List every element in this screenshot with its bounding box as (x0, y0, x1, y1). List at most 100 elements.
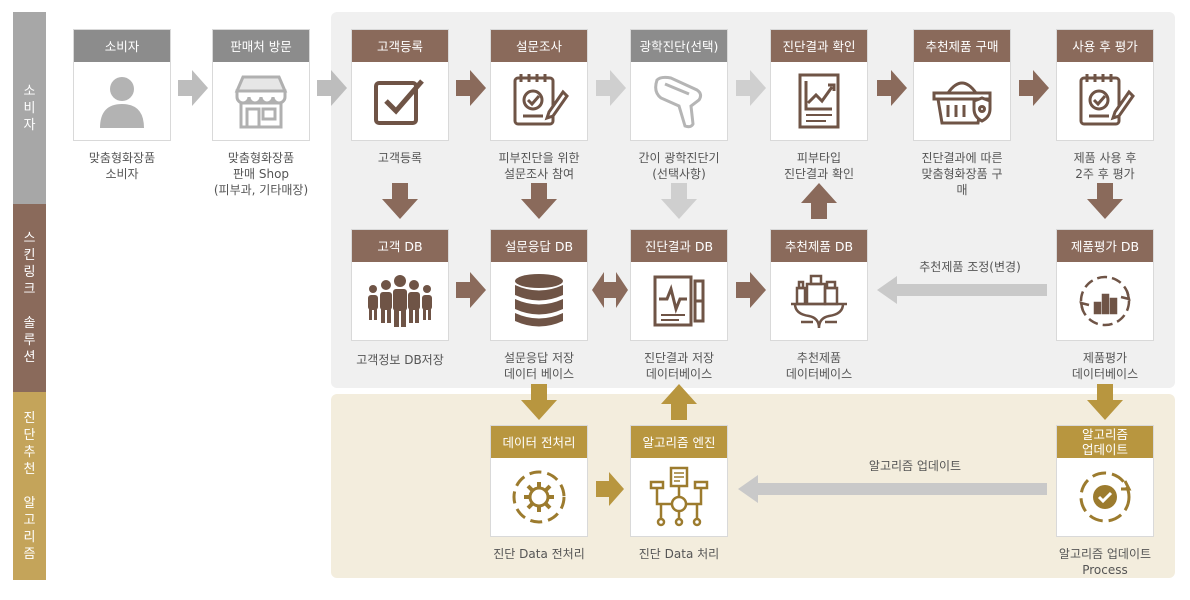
caption-preprocessing: 진단 Data 전처리 (493, 547, 585, 561)
lane-label-char: 즘 (23, 546, 36, 562)
node-consumer: 소비자 (73, 29, 171, 141)
scanner-icon (631, 62, 727, 140)
lane-label-char: 천 (23, 461, 36, 477)
lane-label-char: 크 (23, 282, 36, 297)
arrow-register-to-survey (456, 70, 486, 106)
lane-label-char: 소 (23, 83, 36, 99)
skincare-solution-panel (331, 12, 1175, 388)
shop-icon (213, 62, 309, 140)
diagnosis-monitor-icon (631, 262, 727, 340)
arrow-customerdb-to-surveydb (456, 272, 486, 308)
arrow-survey-to-optical (596, 70, 626, 106)
node-recommend-db: 추천제품 DB (770, 229, 868, 341)
people-group-icon (352, 262, 448, 340)
lane-label-char: 알 (23, 495, 36, 511)
lane-label-char: 진 (23, 410, 36, 426)
lane-label-char: 솔 (23, 316, 36, 331)
caption-algorithm-engine: 진단 Data 처리 (638, 547, 720, 561)
node-title: 판매처 방문 (213, 30, 309, 62)
arrow-evaldb-to-recodb (877, 276, 1047, 304)
lane-label-char (27, 478, 31, 495)
arrow-result-to-purchase (877, 70, 907, 106)
arrow-optical-to-diagdb (661, 183, 697, 219)
clipboard-check-icon (1057, 62, 1153, 140)
arrow-evaldb-to-update (1087, 384, 1123, 420)
person-icon (74, 62, 170, 140)
arrow-diagdb-to-recodb (736, 272, 766, 308)
arrow-surveydb-to-preprocess (521, 384, 557, 420)
edge-label-algorithm-update: 알고리즘 업데이트 (868, 459, 962, 473)
arrow-consumer-to-shop (178, 70, 208, 106)
node-customer-registration: 고객등록 (351, 29, 449, 141)
lane-label-char: 킨 (23, 248, 36, 263)
basket-icon (914, 62, 1010, 140)
node-title: 데이터 전처리 (491, 426, 587, 458)
node-shop-visit: 판매처 방문 (212, 29, 310, 141)
caption-customer-db: 고객정보 DB저장 (356, 353, 444, 367)
node-title: 추천제품 구매 (914, 30, 1010, 62)
node-optical-diagnosis: 광학진단(선택) (630, 29, 728, 141)
node-title: 설문조사 (491, 30, 587, 62)
arrow-register-to-customerdb (382, 183, 418, 219)
lane-label-char: 단 (23, 427, 36, 443)
lane-label-char: 고 (23, 512, 36, 528)
chart-document-icon (771, 62, 867, 140)
node-title: 광학진단(선택) (631, 30, 727, 62)
arrow-review-to-evaldb (1087, 183, 1123, 219)
lane-label-char (27, 298, 31, 315)
arrow-update-to-engine (738, 475, 1047, 503)
arrow-purchase-to-review (1019, 70, 1049, 106)
node-title: 알고리즘 업데이트 (1057, 426, 1153, 458)
arrow-preprocess-to-engine (596, 472, 624, 506)
node-title: 소비자 (74, 30, 170, 62)
database-icon (491, 262, 587, 340)
node-review: 사용 후 평가 (1056, 29, 1154, 141)
lane-label-char: 링 (23, 265, 36, 280)
lane-label-char: 리 (23, 529, 36, 545)
caption-optical-diagnosis: 간이 광학진단기(선택사항) (638, 151, 720, 181)
arrow-optical-to-result (736, 70, 766, 106)
arrow-surveydb-diagdb-bidirectional (592, 272, 628, 308)
node-title: 진단결과 DB (631, 230, 727, 262)
cycle-chart-icon (1057, 262, 1153, 340)
clipboard-check-icon (491, 62, 587, 140)
gear-cycle-icon (491, 458, 587, 536)
node-algorithm-engine: 알고리즘 엔진 (630, 425, 728, 537)
node-title: 알고리즘 엔진 (631, 426, 727, 458)
lane-label-char: 비 (23, 100, 36, 116)
lane-label-char: 션 (23, 350, 36, 365)
node-customer-db: 고객 DB (351, 229, 449, 341)
node-evaluation-db: 제품평가 DB (1056, 229, 1154, 341)
flow-engine-icon (631, 458, 727, 536)
node-algorithm-update: 알고리즘 업데이트 (1056, 425, 1154, 537)
edge-label-recommend-adjust: 추천제품 조정(변경) (919, 260, 1021, 274)
lane-label-char: 루 (23, 333, 36, 348)
node-title: 설문응답 DB (491, 230, 587, 262)
lane-label-char: 자 (23, 117, 36, 133)
node-survey: 설문조사 (490, 29, 588, 141)
arrow-shop-to-register (317, 70, 347, 106)
node-title-text: 알고리즘 업데이트 (1081, 427, 1128, 457)
checkbox-icon (352, 62, 448, 140)
node-preprocessing: 데이터 전처리 (490, 425, 588, 537)
arrow-engine-to-diagdb (661, 384, 697, 420)
cosmetics-icon (771, 262, 867, 340)
node-diagnosis-result: 진단결과 확인 (770, 29, 868, 141)
node-title: 고객 DB (352, 230, 448, 262)
caption-customer-registration: 고객등록 (377, 151, 423, 165)
node-purchase: 추천제품 구매 (913, 29, 1011, 141)
arrow-recodb-to-result (801, 183, 837, 219)
